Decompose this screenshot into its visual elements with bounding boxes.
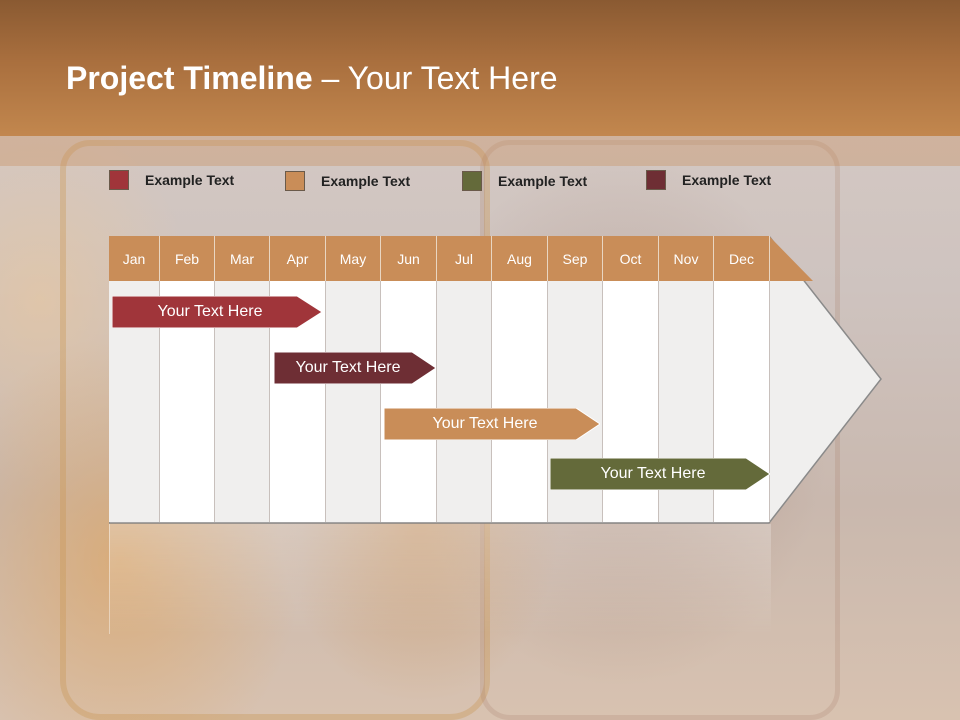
month-header-feb: Feb bbox=[160, 236, 215, 281]
month-header-apr: Apr bbox=[270, 236, 326, 281]
bar-arrow-shape bbox=[274, 352, 436, 384]
legend-item[interactable]: Example Text bbox=[462, 171, 587, 191]
bar-arrow-shape bbox=[550, 458, 770, 490]
slide-title[interactable]: Project Timeline – Your Text Here bbox=[66, 60, 558, 97]
month-header-may: May bbox=[326, 236, 381, 281]
timeline-bar[interactable]: Your Text Here bbox=[384, 408, 600, 440]
legend-label: Example Text bbox=[145, 172, 235, 188]
month-header-sep: Sep bbox=[548, 236, 603, 281]
legend-label: Example Text bbox=[498, 173, 588, 189]
timeline-reflection bbox=[109, 524, 771, 634]
legend-swatch bbox=[285, 171, 305, 191]
month-header-jan: Jan bbox=[109, 236, 160, 281]
month-header-nov: Nov bbox=[659, 236, 714, 281]
slide-title-rest: – Your Text Here bbox=[312, 60, 558, 96]
bar-label: Your Text Here bbox=[432, 415, 538, 432]
month-header-aug: Aug bbox=[492, 236, 548, 281]
legend-label: Example Text bbox=[321, 173, 411, 189]
month-header-jul: Jul bbox=[437, 236, 492, 281]
legend-item[interactable]: Example Text bbox=[109, 170, 234, 190]
month-header-oct: Oct bbox=[603, 236, 659, 281]
month-column bbox=[381, 281, 437, 522]
slide-title-bold: Project Timeline bbox=[66, 60, 313, 96]
legend-swatch bbox=[646, 170, 666, 190]
header-band bbox=[0, 136, 960, 166]
legend-label: Example Text bbox=[682, 172, 772, 188]
bar-arrow-shape bbox=[384, 408, 600, 440]
bar-arrow-shape bbox=[112, 296, 322, 328]
bar-label: Your Text Here bbox=[295, 359, 401, 376]
title-bar: Project Timeline – Your Text Here bbox=[0, 0, 960, 136]
month-column bbox=[492, 281, 548, 522]
legend-swatch bbox=[462, 171, 482, 191]
bar-label: Your Text Here bbox=[157, 303, 263, 320]
month-header-mar: Mar bbox=[215, 236, 270, 281]
legend-item[interactable]: Example Text bbox=[285, 171, 410, 191]
legend-swatch bbox=[109, 170, 129, 190]
timeline-bar[interactable]: Your Text Here bbox=[112, 296, 322, 328]
month-header-dec: Dec bbox=[714, 236, 770, 281]
legend-item[interactable]: Example Text bbox=[646, 170, 771, 190]
month-header-jun: Jun bbox=[381, 236, 437, 281]
bar-label: Your Text Here bbox=[600, 465, 706, 482]
month-column bbox=[326, 281, 381, 522]
month-column bbox=[437, 281, 492, 522]
timeline-bar[interactable]: Your Text Here bbox=[550, 458, 770, 490]
timeline-bar[interactable]: Your Text Here bbox=[274, 352, 436, 384]
